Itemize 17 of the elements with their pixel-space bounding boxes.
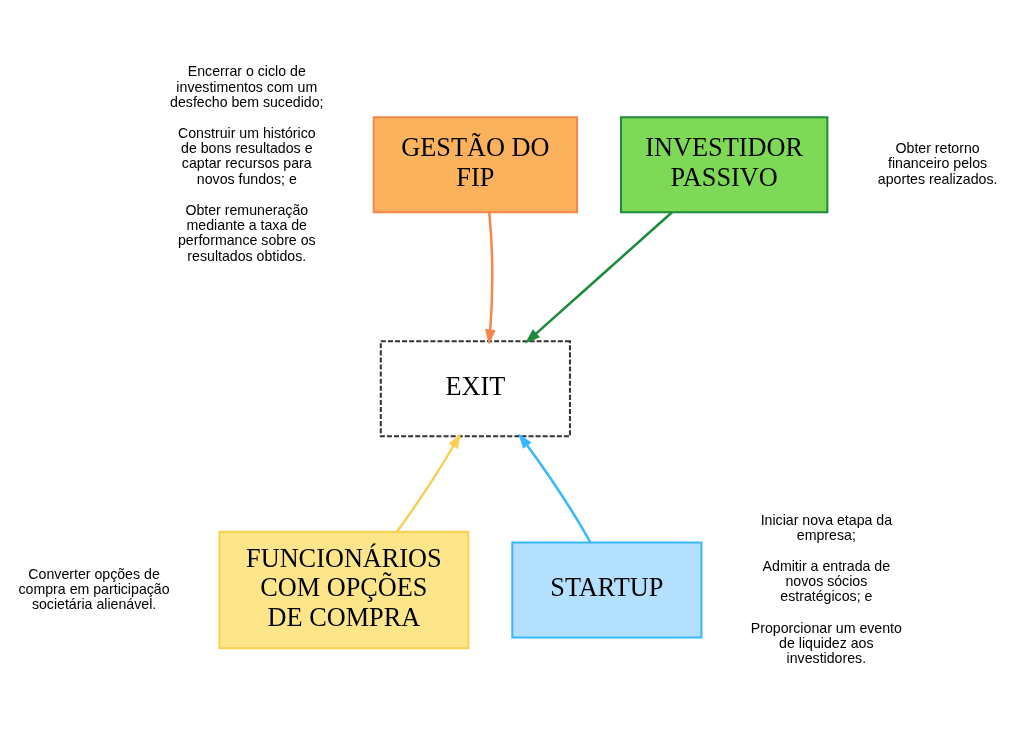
node-label: Obter retorno financeiro pelos aportes realizados. bbox=[877, 139, 998, 187]
node-label: Obter remuneração mediante a taxa de performance sobre os resultados obtidos. bbox=[177, 201, 316, 264]
node-label: Construir um histórico de bons resultados e captar recursos para novos fundos; e bbox=[177, 124, 316, 187]
node-label: Converter opções de compra em participação societária alienável. bbox=[18, 565, 170, 612]
node-label: Admitir a entrada de novos sócios estratégicos; e bbox=[762, 557, 891, 604]
arrow bbox=[484, 211, 496, 345]
node-box: INVESTIDOR PASSIVO bbox=[620, 115, 829, 213]
node-box: FUNCIONÁRIOS COM OPÇÕES DE COMPRA bbox=[218, 530, 470, 649]
node-label: Iniciar nova etapa da empresa; bbox=[760, 511, 893, 543]
arrow bbox=[525, 210, 673, 343]
node-box: STARTUP bbox=[511, 541, 703, 639]
node-label: Encerrar o ciclo de investimentos com um desfecho bem sucedido; bbox=[170, 62, 324, 110]
node-label: Proporcionar um evento de liquidez aos investidores. bbox=[750, 619, 902, 666]
node-box: GESTÃO DO FIP bbox=[372, 115, 579, 213]
node-box: EXIT bbox=[379, 339, 571, 437]
arrow bbox=[396, 432, 461, 532]
arrow bbox=[518, 432, 592, 543]
